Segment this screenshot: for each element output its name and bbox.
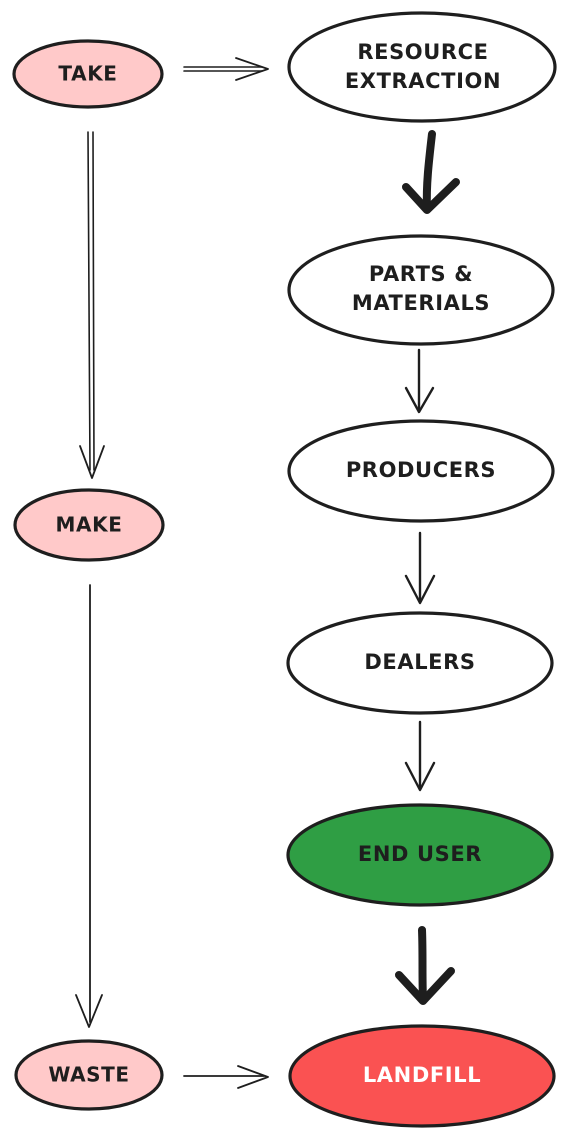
node-landfill: LANDFILL (288, 1024, 556, 1128)
arrow-end-user-to-landfill (395, 926, 455, 1005)
arrow-resource-extraction-to-parts-materials (402, 130, 460, 214)
node-parts-materials-label-line1: PARTS & (369, 262, 473, 286)
node-make-shape (13, 488, 165, 562)
node-producers: PRODUCERS (287, 419, 555, 523)
arrow-dealers-to-end-user (404, 720, 436, 792)
node-landfill-label: LANDFILL (363, 1063, 481, 1087)
node-take: TAKE (12, 39, 164, 109)
node-resource-extraction-label-line2: EXTRACTION (345, 69, 501, 93)
node-resource-extraction: RESOURCE EXTRACTION (287, 11, 557, 123)
node-take-shape (12, 39, 164, 109)
node-take-label: TAKE (58, 62, 117, 86)
node-dealers-shape (286, 611, 554, 715)
node-producers-shape (287, 419, 555, 523)
node-resource-extraction-label-line1: RESOURCE (357, 40, 488, 64)
node-parts-materials-shape (287, 234, 555, 346)
arrow-waste-to-landfill (183, 1065, 269, 1089)
node-dealers: DEALERS (286, 611, 554, 715)
node-producers-label: PRODUCERS (346, 458, 496, 482)
arrow-take-to-make (79, 131, 105, 479)
node-waste-shape (14, 1039, 164, 1111)
node-landfill-shape (288, 1024, 556, 1128)
arrow-parts-materials-to-producers (404, 348, 435, 414)
node-make-label: MAKE (56, 513, 123, 537)
node-waste-label: WASTE (48, 1063, 129, 1087)
node-end-user-label: END USER (358, 842, 482, 866)
arrow-make-to-waste (75, 584, 103, 1028)
node-make: MAKE (13, 488, 165, 562)
arrow-producers-to-dealers (404, 531, 436, 605)
node-end-user-shape (286, 803, 554, 907)
arrow-take-to-resource-extraction (183, 57, 269, 81)
node-end-user: END USER (286, 803, 554, 907)
node-resource-extraction-shape (287, 11, 557, 123)
node-waste: WASTE (14, 1039, 164, 1111)
node-dealers-label: DEALERS (364, 650, 475, 674)
node-parts-materials-label-line2: MATERIALS (352, 291, 490, 315)
node-parts-materials: PARTS & MATERIALS (287, 234, 555, 346)
